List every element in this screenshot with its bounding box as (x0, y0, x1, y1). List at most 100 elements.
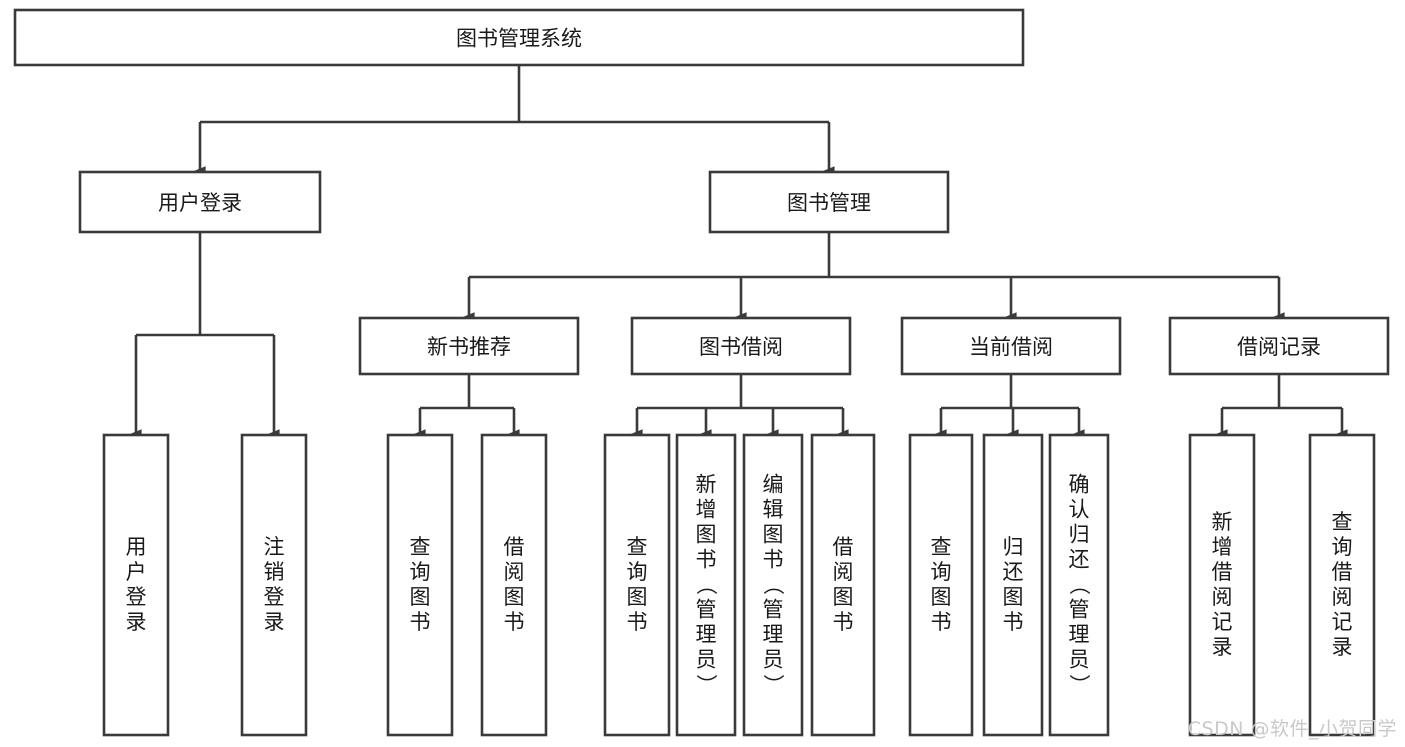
node-leaf-borrow-lend-label-char: 阅 (833, 560, 854, 584)
node-newbook-box[interactable] (358, 316, 580, 376)
node-borrow[interactable]: 图书借阅 (630, 316, 852, 376)
edge-group-current (935, 374, 1085, 439)
node-leaf-borrow-add-label-char: 理 (696, 623, 717, 647)
node-borrow-box[interactable] (630, 316, 852, 376)
node-leaf-records-add-label-char: 阅 (1212, 585, 1233, 609)
node-leaf-borrow-add-label-char: ） (694, 674, 718, 695)
node-leaf-current-confirm-box[interactable] (1048, 433, 1110, 737)
node-leaf-current-confirm-label-char: （ (1067, 574, 1091, 595)
node-leaf-borrow-edit-label-char: 辑 (763, 498, 784, 522)
node-leaf-user-login-box[interactable] (102, 433, 170, 737)
node-leaf-records-query-label-char: 录 (1332, 635, 1353, 659)
node-leaf-borrow-edit-label-char: 图 (763, 523, 784, 547)
node-leaf-borrow-lend-box[interactable] (810, 433, 876, 737)
node-layer: 图书管理系统用户登录图书管理新书推荐图书借阅当前借阅借阅记录用户登录注销登录查询… (13, 8, 1390, 737)
node-leaf-records-query-label-char: 记 (1332, 610, 1353, 634)
node-leaf-records-query-label-char: 借 (1332, 560, 1353, 584)
node-leaf-user-logout-label-char: 注 (264, 535, 285, 559)
node-leaf-borrow-add-box[interactable] (675, 433, 737, 737)
edge-group-bookmgmt (463, 232, 1285, 322)
node-leaf-records-add-box[interactable] (1188, 433, 1256, 737)
node-bookmgmt-box[interactable] (708, 170, 950, 234)
node-records-box[interactable] (1168, 316, 1390, 376)
node-leaf-user-logout-box[interactable] (240, 433, 308, 737)
node-leaf-borrow-edit-label-char: 理 (763, 623, 784, 647)
node-login-label: 用户登录 (158, 191, 242, 215)
node-root-label: 图书管理系统 (456, 27, 582, 51)
node-leaf-records-add-label-char: 增 (1212, 535, 1233, 559)
node-leaf-borrow-edit-box[interactable] (742, 433, 804, 737)
node-leaf-user-login-label-char: 用 (126, 535, 147, 559)
node-leaf-user-logout-label-char: 登 (264, 585, 285, 609)
node-leaf-newbook-query-label-char: 查 (410, 535, 431, 559)
node-root-box[interactable] (13, 8, 1025, 67)
node-leaf-current-return-label-char: 还 (1003, 560, 1024, 584)
node-leaf-borrow-add-label-char: 图 (696, 523, 717, 547)
edge-group-borrow (631, 374, 849, 439)
node-leaf-borrow-edit-label-char: 编 (763, 473, 784, 497)
node-root[interactable]: 图书管理系统 (13, 8, 1025, 67)
node-login-box[interactable] (78, 170, 322, 234)
node-records[interactable]: 借阅记录 (1168, 316, 1390, 376)
node-login[interactable]: 用户登录 (78, 170, 322, 234)
node-leaf-borrow-lend-label-char: 图 (833, 585, 854, 609)
node-leaf-borrow-edit-label-char: 书 (763, 548, 784, 572)
edge-group-newbook (414, 374, 520, 439)
node-current[interactable]: 当前借阅 (900, 316, 1122, 376)
watermark-label: CSDN @软件_小贺同学 (1187, 718, 1397, 740)
node-leaf-records-query-label-char: 阅 (1332, 585, 1353, 609)
node-leaf-borrow-edit-label-char: 员 (763, 648, 784, 672)
node-leaf-newbook-query-box[interactable] (386, 433, 454, 737)
node-leaf-current-query-box[interactable] (908, 433, 974, 737)
node-leaf-current-confirm-label-char: ） (1067, 674, 1091, 695)
node-leaf-user-logout-label-char: 销 (264, 560, 285, 584)
node-newbook-label: 新书推荐 (427, 335, 511, 359)
node-leaf-current-confirm-label-char: 确 (1069, 473, 1090, 497)
node-leaf-current-query-label-char: 书 (931, 610, 952, 634)
node-leaf-newbook-borrow-box[interactable] (480, 433, 548, 737)
node-leaf-records-query-box[interactable] (1308, 433, 1376, 737)
node-leaf-records-query-label-char: 查 (1332, 510, 1353, 534)
node-leaf-borrow-query-label-char: 查 (627, 535, 648, 559)
node-current-label: 当前借阅 (969, 335, 1053, 359)
node-leaf-current-confirm-label-char: 员 (1069, 648, 1090, 672)
node-newbook[interactable]: 新书推荐 (358, 316, 580, 376)
node-bookmgmt[interactable]: 图书管理 (708, 170, 950, 234)
node-leaf-borrow-query-label-char: 询 (627, 560, 648, 584)
edge-group-root (194, 65, 835, 176)
node-leaf-borrow-query-box[interactable] (603, 433, 671, 737)
node-leaf-records-query-label-char: 询 (1332, 535, 1353, 559)
edge-group-login (130, 232, 280, 439)
node-leaf-borrow-edit-label-char: 管 (763, 598, 784, 622)
node-leaf-current-return-label-char: 图 (1003, 585, 1024, 609)
node-leaf-current-confirm-label-char: 归 (1069, 523, 1090, 547)
node-leaf-borrow-add-label-char: 员 (696, 648, 717, 672)
node-leaf-records-add-label-char: 借 (1212, 560, 1233, 584)
node-leaf-borrow-query-label-char: 书 (627, 610, 648, 634)
node-leaf-newbook-borrow-label-char: 图 (504, 585, 525, 609)
node-current-box[interactable] (900, 316, 1122, 376)
node-leaf-current-return-box[interactable] (982, 433, 1044, 737)
node-leaf-borrow-edit-label-char: ） (761, 674, 785, 695)
node-borrow-label: 图书借阅 (699, 335, 783, 359)
node-bookmgmt-label: 图书管理 (787, 191, 871, 215)
node-leaf-borrow-add-label-char: （ (694, 574, 718, 595)
node-leaf-user-logout-label-char: 录 (264, 610, 285, 634)
node-leaf-borrow-edit-label-char: （ (761, 574, 785, 595)
node-leaf-current-confirm-label-char: 还 (1069, 548, 1090, 572)
node-leaf-user-login[interactable]: 用户登录 (102, 433, 170, 737)
